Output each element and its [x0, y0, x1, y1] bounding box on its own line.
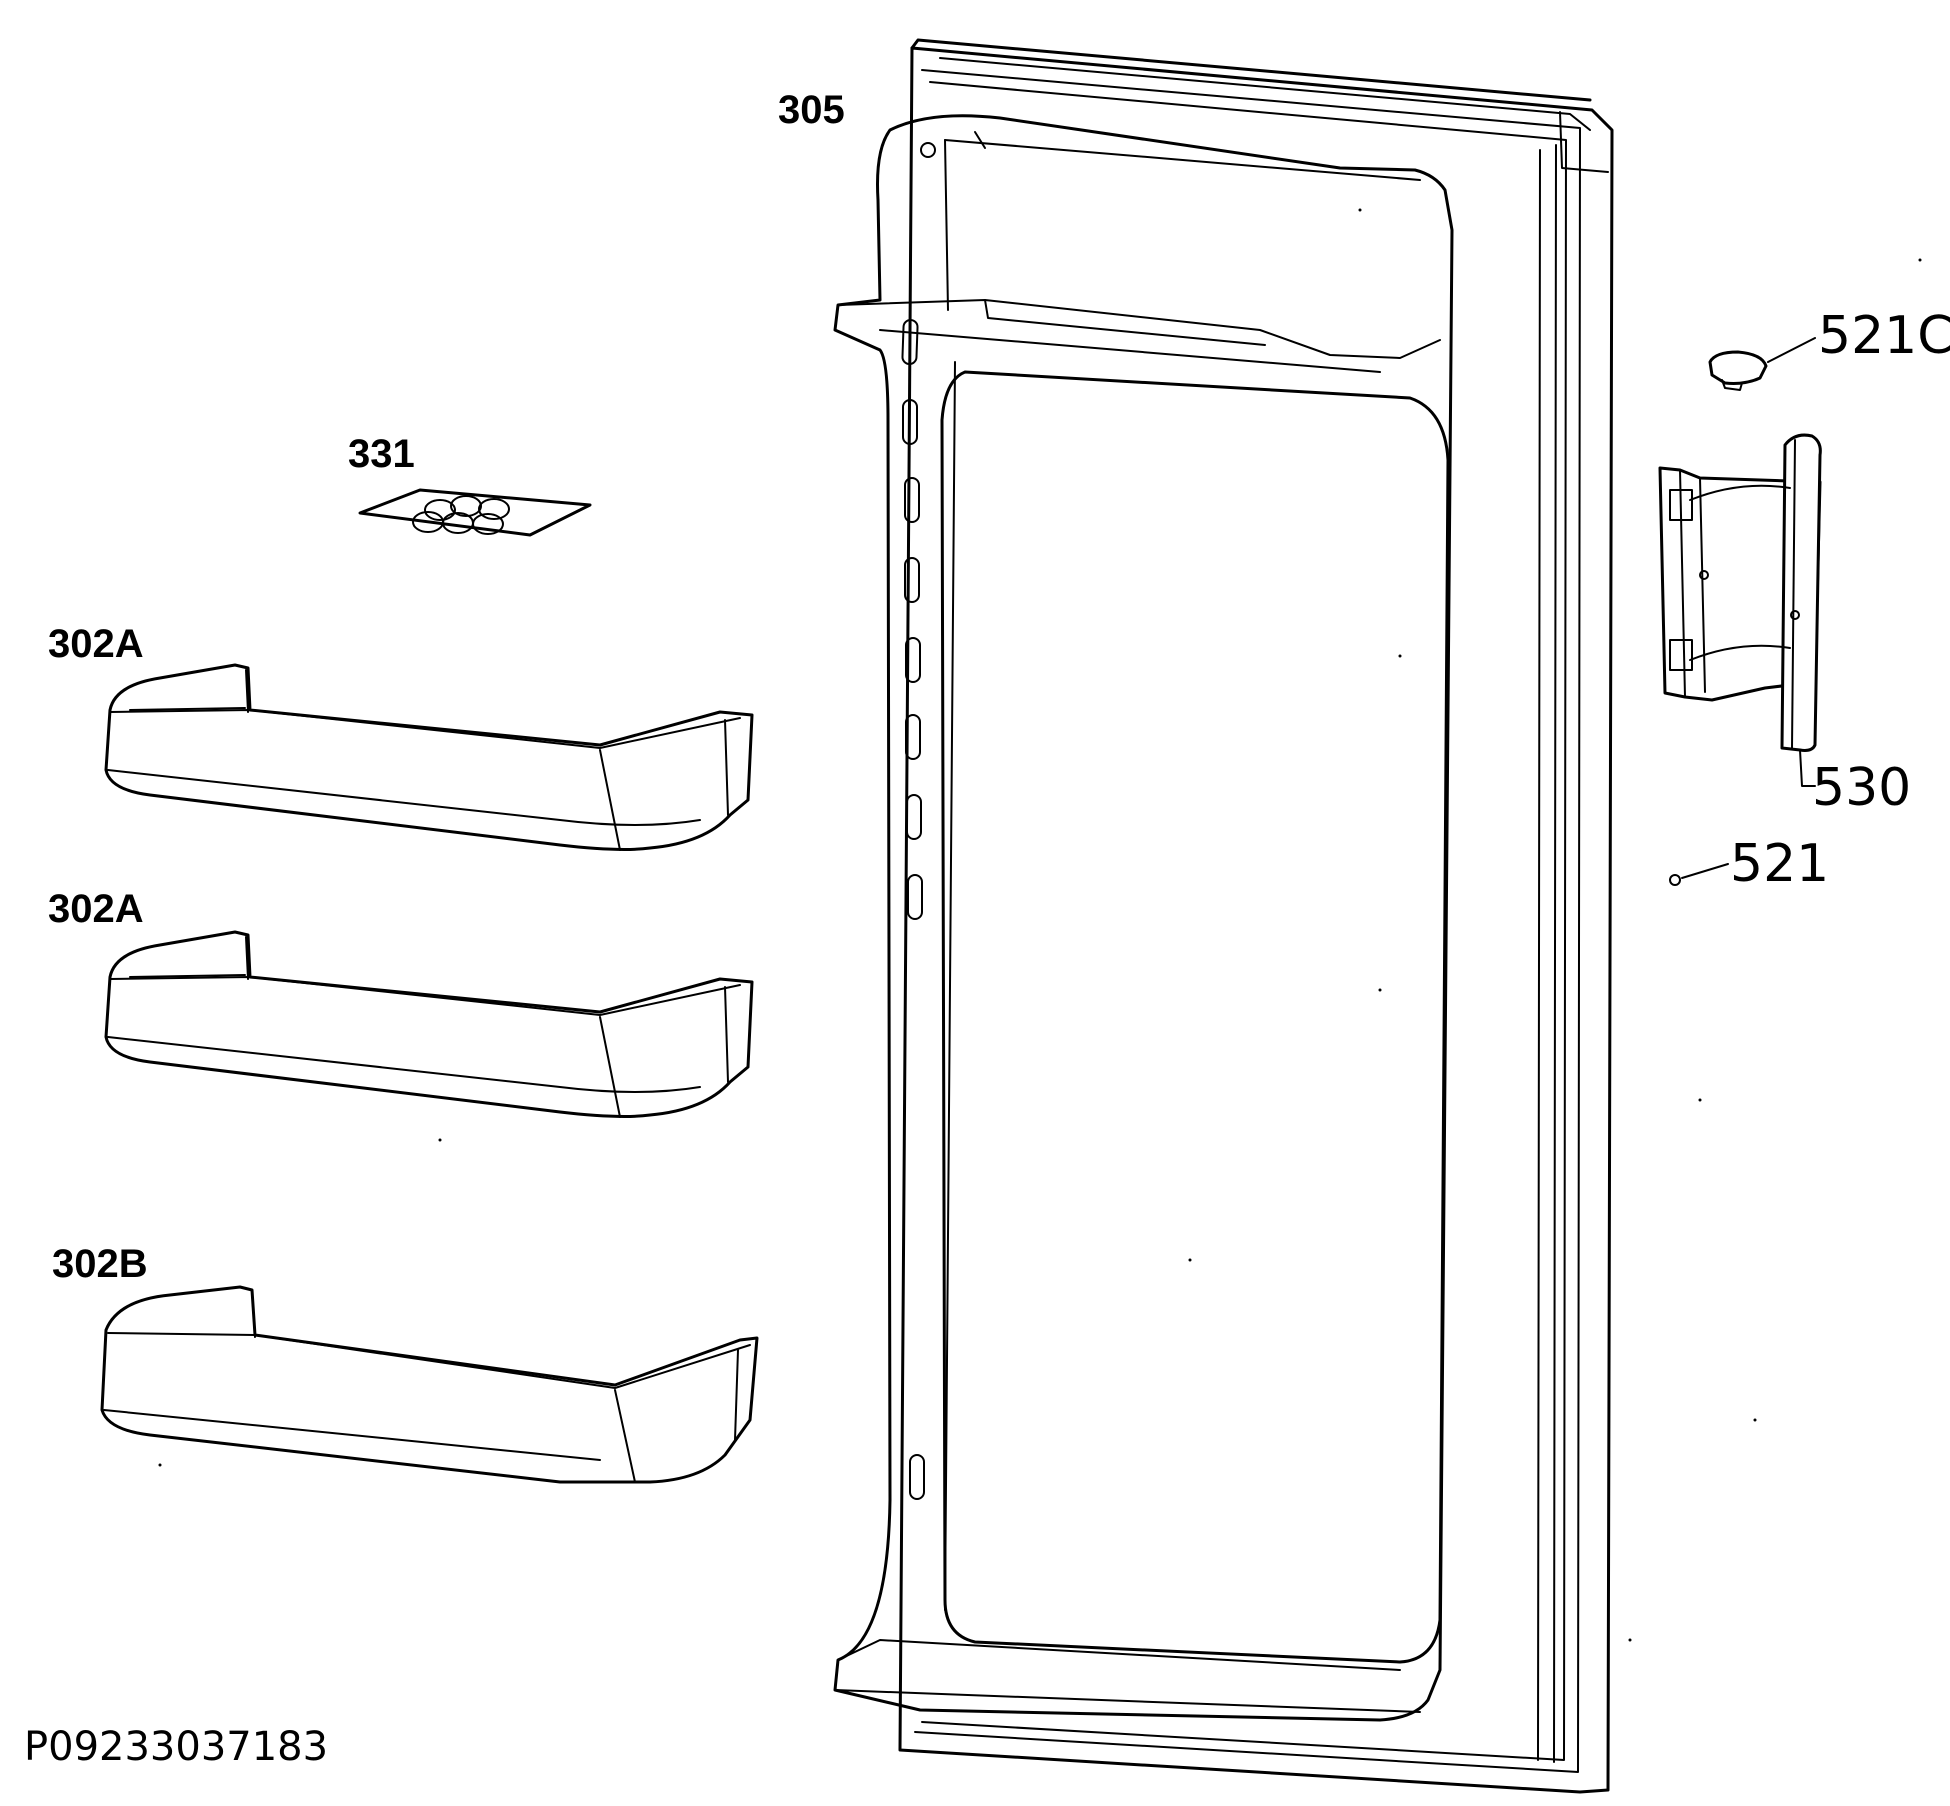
shelf-302a-middle [104, 930, 754, 1118]
callout-302b: 302B [52, 1242, 148, 1286]
callout-302a-upper: 302A [48, 622, 144, 666]
callout-305: 305 [778, 88, 845, 132]
callout-530: 530 [1812, 758, 1912, 818]
drawing-number: P09233037183 [24, 1724, 329, 1770]
callout-302a-middle: 302A [48, 887, 144, 931]
shelf-302a-upper [104, 663, 754, 851]
callout-331: 331 [348, 432, 415, 476]
leader-530 [1799, 749, 1816, 787]
callout-521c: 521C [1818, 306, 1950, 366]
callout-521: 521 [1730, 834, 1830, 894]
door-assembly [833, 38, 1614, 1794]
egg-tray [358, 488, 592, 537]
shelf-302b-lower [100, 1285, 759, 1484]
door-handle [1658, 433, 1822, 752]
handle-cap [1708, 350, 1768, 391]
leader-521c [1767, 337, 1816, 363]
leader-521 [1681, 863, 1729, 879]
screw [1669, 874, 1681, 886]
